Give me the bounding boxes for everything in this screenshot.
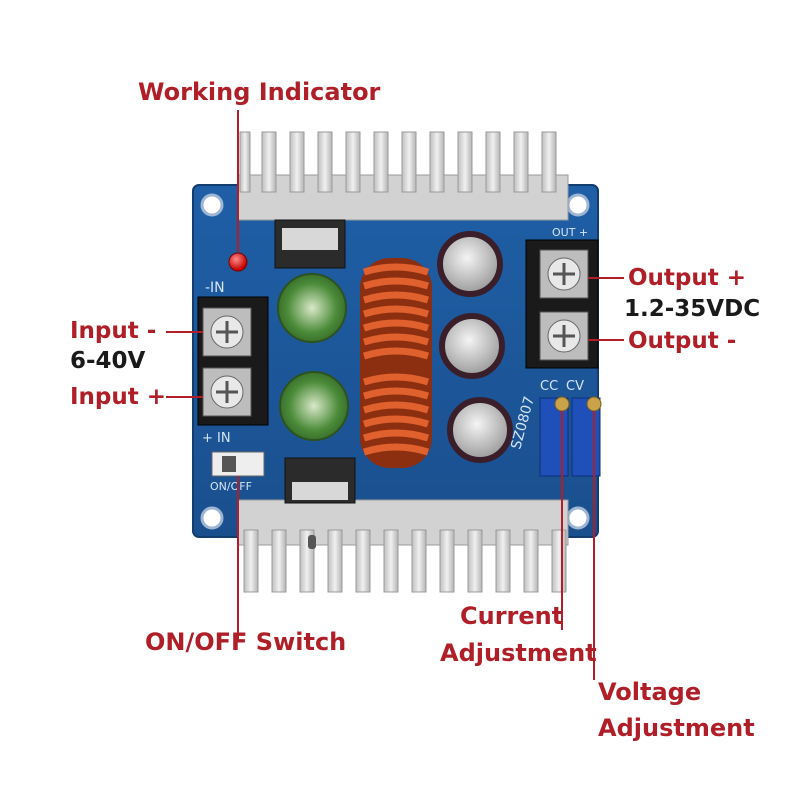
output-capacitor-1 [437,231,503,297]
current-adjustment-label-line2: Adjustment [440,639,597,667]
silk-cv: CV [566,379,584,394]
mount-hole-top-right [566,193,590,217]
input-capacitor-top [277,273,347,343]
output-plus-label: Output + [628,265,747,291]
top-heatsink [237,131,569,221]
current-adjustment-label-line1: Current [460,602,564,630]
output-capacitor-2 [439,313,505,379]
output-capacitor-3 [447,397,513,463]
voltage-adjustment-label-line1: Voltage [598,678,702,706]
input-minus-label: Input - [70,318,157,344]
mount-hole-top-left [200,193,224,217]
silk-in-plus: + IN [202,431,231,446]
input-voltage-label: 6-40V [70,348,146,374]
working-indicator-led [228,252,248,272]
on-off-switch [211,451,265,477]
silk-out-plus: OUT + [552,226,588,239]
bottom-heatsink [237,499,569,593]
current-potentiometer [539,397,569,477]
silk-in-minus: -IN [205,280,225,296]
silk-cc: CC [540,379,558,394]
output-voltage-label: 1.2-35VDC [624,296,761,322]
input-plus-label: Input + [70,384,167,410]
voltage-adjustment-label-line2: Adjustment [598,714,755,742]
inductor-coil [360,258,432,468]
output-minus-label: Output - [628,328,737,354]
mount-hole-bottom-right [566,506,590,530]
working-indicator-label: Working Indicator [138,78,381,106]
input-terminal-block [197,296,269,426]
input-capacitor-bottom [279,371,349,441]
silk-on-off: ON/OFF [210,480,252,493]
output-terminal-block [525,239,599,369]
on-off-switch-label: ON/OFF Switch [145,628,347,656]
mount-hole-bottom-left [200,506,224,530]
